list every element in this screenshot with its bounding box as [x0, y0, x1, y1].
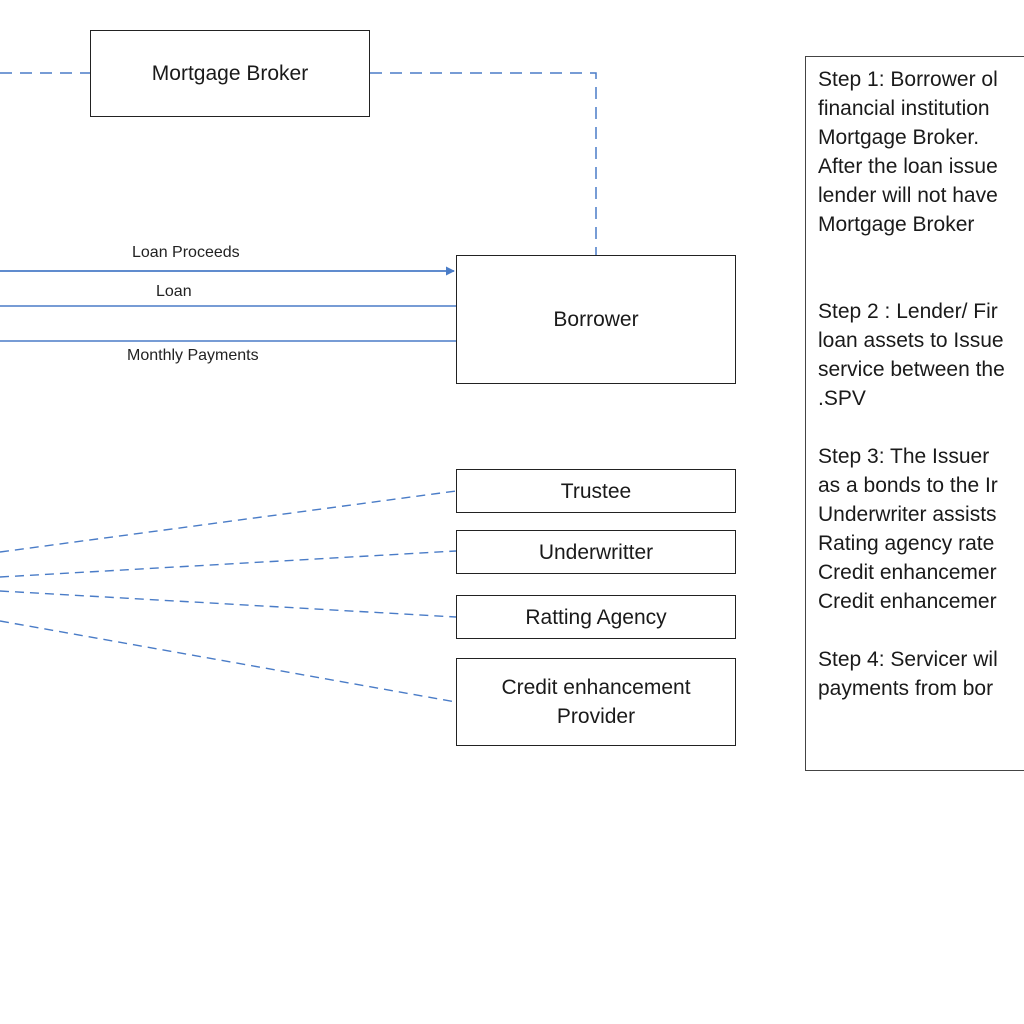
step-2-line: .SPV: [818, 387, 866, 410]
underwriter-dashed-connector: [0, 550, 457, 578]
step-4-line: Step 4: Servicer wil: [818, 648, 998, 671]
edge-label-monthly-payments: Monthly Payments: [127, 347, 259, 364]
step-2-line: service between the: [818, 358, 1005, 381]
step-1-line: Mortgage Broker.: [818, 126, 980, 149]
borrower-box: Borrower: [456, 255, 736, 384]
step-3-line: Step 3: The Issuer: [818, 445, 990, 468]
rating-agency-dashed-connector: [0, 590, 457, 618]
step-1-block: Step 1: Borrower ol financial institutio…: [818, 65, 1024, 239]
step-3-line: Rating agency rate: [818, 532, 995, 555]
step-3-line: Credit enhancemer: [818, 590, 997, 613]
edge-label-loan-proceeds: Loan Proceeds: [132, 244, 240, 261]
step-3-block: Step 3: The Issuer as a bonds to the Ir …: [818, 442, 1024, 616]
trustee-dashed-connector: [0, 490, 457, 553]
trustee-box: Trustee: [456, 469, 736, 513]
step-1-line: Mortgage Broker: [818, 213, 975, 236]
borrower-label: Borrower: [553, 308, 639, 331]
credit-enhancement-label-line2: Provider: [556, 705, 636, 728]
step-1-line: lender will not have: [818, 184, 998, 207]
step-3-line: Credit enhancemer: [818, 561, 997, 584]
underwriter-label: Underwritter: [538, 540, 654, 564]
broker-to-borrower-dashed-connector: [370, 72, 597, 255]
mortgage-broker-label: Mortgage Broker: [151, 62, 309, 85]
step-4-block: Step 4: Servicer wil payments from bor: [818, 645, 1024, 703]
step-2-block: Step 2 : Lender/ Fir loan assets to Issu…: [818, 297, 1024, 413]
step-1-line: financial institution: [818, 97, 990, 120]
credit-enhancement-provider-box: Credit enhancement Provider: [456, 658, 736, 746]
step-1-line: After the loan issue: [818, 155, 998, 178]
steps-panel: Step 1: Borrower ol financial institutio…: [805, 56, 1024, 771]
trustee-label: Trustee: [560, 479, 632, 503]
step-3-line: as a bonds to the Ir: [818, 474, 998, 497]
mortgage-broker-box: Mortgage Broker: [90, 30, 370, 117]
step-2-line: Step 2 : Lender/ Fir: [818, 300, 998, 323]
credit-enhancement-dashed-connector: [0, 620, 457, 703]
step-2-line: loan assets to Issue: [818, 329, 1004, 352]
rating-agency-box: Ratting Agency: [456, 595, 736, 639]
edge-label-loan: Loan: [156, 283, 192, 300]
step-1-line: Step 1: Borrower ol: [818, 68, 998, 91]
step-4-line: payments from bor: [818, 677, 994, 700]
rating-agency-label: Ratting Agency: [525, 605, 667, 629]
step-3-line: Underwriter assists: [818, 503, 997, 526]
credit-enhancement-label-line1: Credit enhancement: [501, 676, 691, 699]
underwriter-box: Underwritter: [456, 530, 736, 574]
